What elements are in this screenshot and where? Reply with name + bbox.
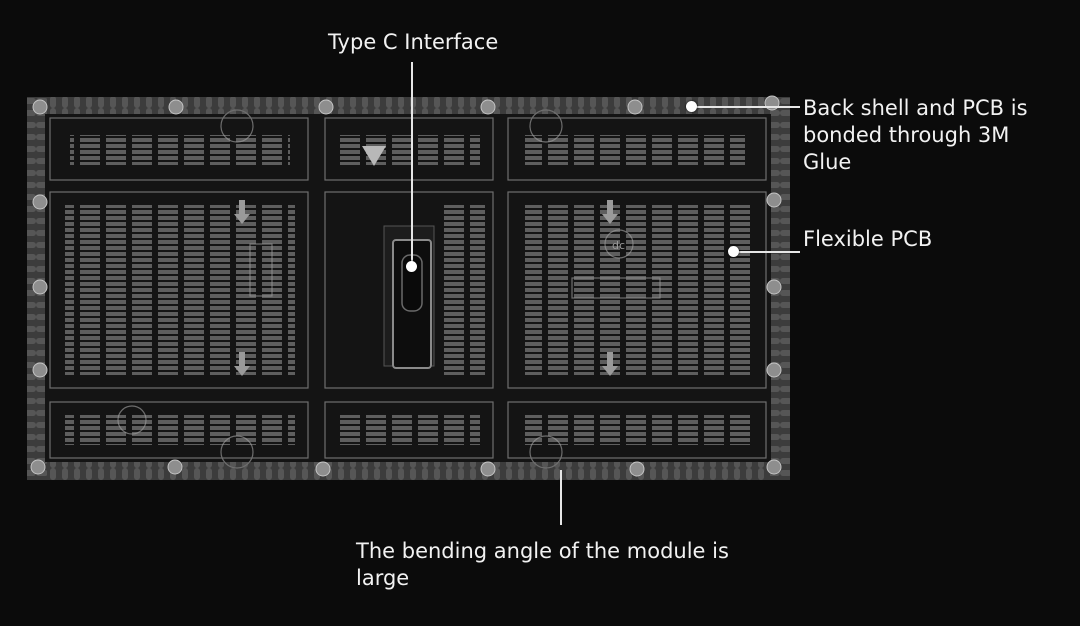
type-c-leader bbox=[411, 62, 413, 266]
flexible-pcb-callout-dot bbox=[728, 246, 739, 257]
type-c-connector bbox=[383, 225, 435, 369]
back-shell-label: Back shell and PCB is bonded through 3M … bbox=[803, 96, 1028, 174]
type-c-interface-label: Type C Interface bbox=[328, 30, 499, 54]
dc-mark: dc bbox=[612, 239, 625, 252]
pcb-components bbox=[65, 135, 755, 445]
pcb-direction-arrows bbox=[234, 146, 618, 376]
flexible-pcb-label: Flexible PCB bbox=[803, 227, 933, 251]
type-c-callout-dot bbox=[406, 261, 417, 272]
back-shell-callout-dot bbox=[686, 101, 697, 112]
mounting-screws bbox=[30, 95, 782, 477]
flexible-pcb-leader bbox=[737, 251, 800, 253]
bending-leader bbox=[560, 470, 562, 525]
bending-angle-label: The bending angle of the module is large bbox=[356, 539, 729, 590]
back-shell-leader bbox=[694, 106, 800, 108]
